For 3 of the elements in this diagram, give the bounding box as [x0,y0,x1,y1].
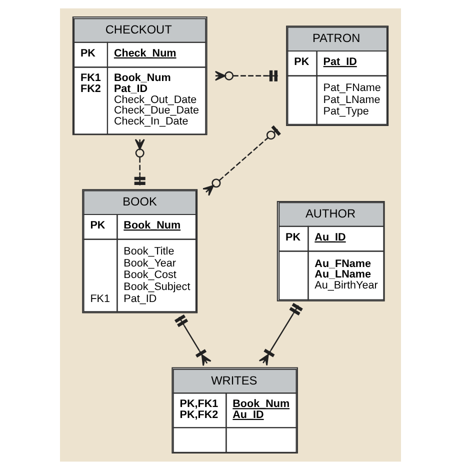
connector [174,314,211,366]
connector [258,302,302,366]
connector [202,125,280,196]
